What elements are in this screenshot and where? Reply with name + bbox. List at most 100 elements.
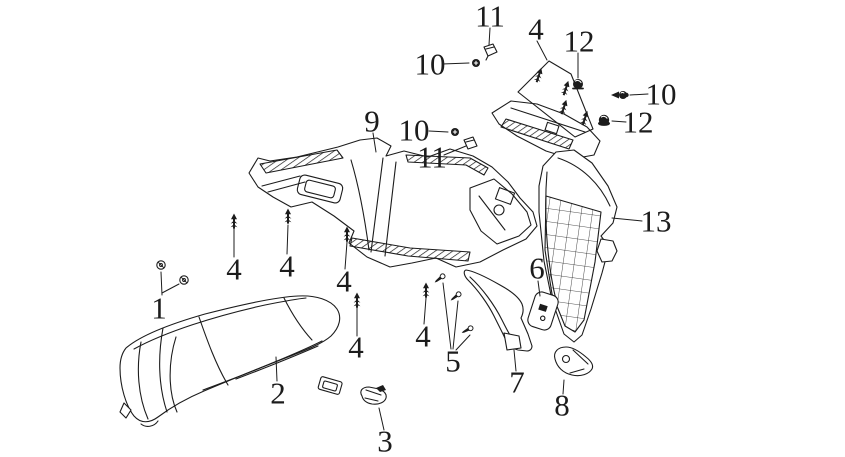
screw-icon-10-topleft — [471, 58, 481, 68]
callout-9: 9 — [364, 103, 380, 139]
part-9-underwing-line-2 — [267, 181, 306, 193]
part-9-right-box — [494, 187, 516, 205]
callout-4-a: 4 — [226, 251, 242, 287]
leader-line — [275, 356, 278, 382]
fastener-group-panel — [517, 60, 594, 138]
screw-icon-4c — [343, 225, 351, 243]
part-13-carrier-bracket — [491, 100, 601, 160]
leader-line — [562, 379, 565, 395]
part-2-fender — [119, 295, 343, 427]
leader-line — [442, 282, 452, 350]
screw-icon-4b — [284, 207, 292, 225]
callout-10-topleft: 10 — [414, 46, 446, 82]
part-6-mark — [538, 303, 548, 312]
leader-lines — [160, 27, 649, 431]
part-7-side-bracket — [463, 269, 533, 352]
fasteners — [156, 43, 629, 336]
screw-icon-4d — [353, 291, 361, 309]
screw-icon-10-mid — [450, 127, 460, 137]
screw-icon-4a — [230, 212, 238, 230]
callout-12-right: 12 — [622, 104, 654, 140]
part-13-inner-fender — [538, 149, 618, 343]
leader-line — [286, 224, 289, 255]
part-2-top-highlight — [133, 297, 307, 350]
part-3-line-2 — [364, 397, 379, 402]
screw-icon-4-panel-2 — [559, 79, 573, 97]
part-2-rim-line-2 — [235, 345, 319, 380]
part-2-nose-band — [137, 341, 149, 420]
leader-line — [611, 120, 627, 123]
screw-icon-10-right — [611, 91, 629, 99]
callout-10-mid: 10 — [398, 112, 430, 148]
part-9-bracket-assembly — [248, 137, 538, 268]
part-9-right-bracket-line — [478, 195, 506, 231]
callout-11-top: 11 — [475, 0, 505, 34]
part-6-hole — [539, 315, 546, 322]
callout-4-panel: 4 — [528, 11, 544, 47]
screw-icon-5b — [448, 290, 463, 304]
part-9-strut-3 — [350, 159, 370, 251]
leader-line — [161, 283, 180, 294]
leader-line — [372, 132, 377, 153]
leader-line — [452, 300, 459, 350]
part-13-carrier-slot — [544, 121, 560, 135]
part-13-hook — [596, 238, 618, 263]
part-2-nose-band-2 — [169, 336, 178, 413]
nut-icon-12-top — [572, 79, 584, 90]
leader-line — [378, 407, 385, 431]
leader-line — [488, 27, 491, 46]
part-9-hatch-band-left — [259, 149, 344, 174]
callout-4-d: 4 — [348, 329, 364, 365]
leader-line — [537, 280, 541, 297]
screw-icon-5c — [460, 324, 475, 336]
part-2-latch-tab — [317, 376, 343, 395]
part-9-right-bracket-hole — [493, 204, 505, 216]
callout-6: 6 — [529, 250, 545, 286]
callout-10-right: 10 — [645, 76, 677, 112]
part-13-carrier-hatch — [500, 118, 574, 150]
part-8-line-2 — [569, 368, 585, 374]
callout-4-c: 4 — [336, 263, 352, 299]
part-2-bottom-curve — [140, 420, 159, 427]
part-9-strut-2 — [384, 161, 397, 257]
part-9-hatch-band-bottom — [349, 237, 471, 262]
part-3-line-1 — [365, 389, 382, 396]
callout-3: 3 — [377, 423, 393, 457]
part-9-underwing-line-1 — [261, 175, 301, 187]
leader-line — [455, 334, 471, 351]
leader-line — [443, 145, 467, 156]
callout-4-b: 4 — [279, 248, 295, 284]
screw-icon-1b — [179, 275, 189, 285]
callout-12-top: 12 — [563, 23, 595, 59]
part-3-tip — [376, 385, 386, 392]
part-8-line-1 — [572, 349, 589, 365]
screw-icon-1a — [156, 260, 166, 270]
part-2-seam-1 — [198, 316, 229, 386]
part-8-latch-bracket — [554, 346, 594, 377]
part-9-strut-1 — [370, 157, 384, 253]
leader-line — [160, 271, 163, 296]
callout-5: 5 — [445, 343, 461, 379]
part-13-carrier-line — [510, 107, 586, 133]
screw-icon-4e — [422, 281, 430, 299]
leader-line — [344, 241, 348, 270]
part-9-hatch-band-right — [405, 154, 489, 176]
callout-7: 7 — [509, 364, 525, 400]
part-9-outline — [248, 137, 538, 268]
part-2-rim-line — [202, 340, 323, 391]
callout-4-e: 4 — [415, 318, 431, 354]
part-7-foot — [503, 332, 522, 351]
part-8-outline — [554, 346, 594, 377]
callout-2: 2 — [270, 375, 286, 411]
part-13-top-curve — [557, 157, 611, 207]
leader-line — [441, 62, 470, 65]
part-3-clip — [360, 385, 387, 405]
part-2-seam-left — [159, 327, 168, 413]
part-2-seam-2 — [283, 297, 313, 341]
part-8-hole — [561, 354, 571, 364]
callout-8: 8 — [554, 387, 570, 423]
screw-icon-5a — [432, 272, 447, 286]
clip-icon-11-top — [483, 43, 498, 61]
